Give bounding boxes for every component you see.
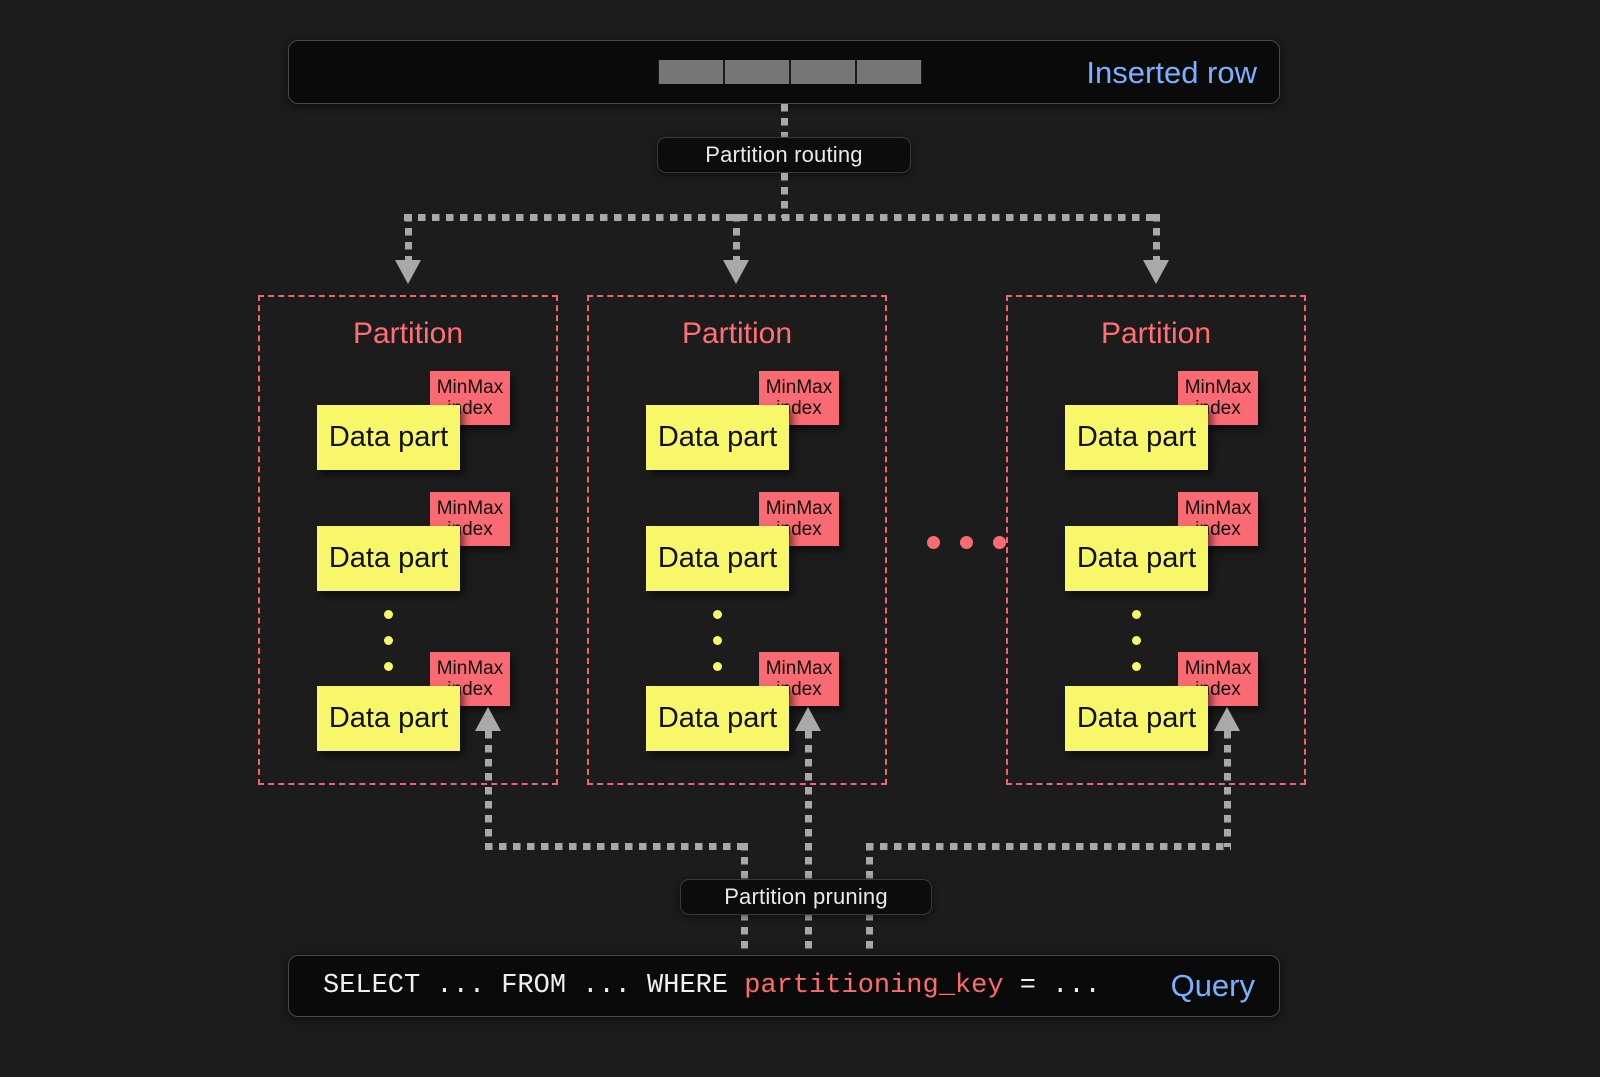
partition-routing-box: Partition routing [657, 137, 911, 173]
data-part-1-2: Data part [317, 526, 460, 591]
data-part-3-3: Data part [1065, 686, 1208, 751]
data-part-2-3: Data part [646, 686, 789, 751]
ellipsis-dot [384, 662, 393, 671]
query-prefix: SELECT ... FROM ... WHERE [323, 971, 745, 1001]
partition-ellipsis-dot [993, 536, 1006, 549]
ellipsis-dot [1132, 636, 1141, 645]
connector-prune-leg-3 [1224, 731, 1231, 847]
minmax-line1: MinMax [436, 497, 504, 519]
routing-bus [404, 214, 1160, 221]
row-cell [724, 60, 790, 84]
partition-ellipsis-dot [927, 536, 940, 549]
partition-1: Partition MinMax index Data part MinMax … [258, 295, 558, 785]
arrow-down-partition-1 [395, 260, 421, 284]
arrow-down-partition-3 [1143, 260, 1169, 284]
minmax-line1: MinMax [436, 376, 504, 398]
inserted-row-cells [658, 60, 922, 84]
query-text: SELECT ... FROM ... WHERE partitioning_k… [323, 971, 1101, 1001]
connector-bus-to-partition-2 [733, 214, 740, 264]
ellipsis-dot [384, 610, 393, 619]
minmax-line1: MinMax [765, 657, 833, 679]
data-part-1-1: Data part [317, 405, 460, 470]
query-label: Query [1170, 968, 1255, 1003]
arrow-up-partition-1 [475, 707, 501, 731]
query-partitioning-key: partitioning_key [744, 971, 1004, 1001]
query-bar: SELECT ... FROM ... WHERE partitioning_k… [288, 955, 1280, 1017]
partition-ellipsis-dot [960, 536, 973, 549]
data-part-3-2: Data part [1065, 526, 1208, 591]
ellipsis-dot [1132, 662, 1141, 671]
partition-2: Partition MinMax index Data part MinMax … [587, 295, 887, 785]
partition-2-title: Partition [681, 317, 793, 350]
row-cell [790, 60, 856, 84]
minmax-line1: MinMax [1184, 497, 1252, 519]
inserted-row-bar: Inserted row [288, 40, 1280, 104]
data-part-2-1: Data part [646, 405, 789, 470]
minmax-line1: MinMax [436, 657, 504, 679]
partition-3: Partition MinMax index Data part MinMax … [1006, 295, 1306, 785]
connector-prune-bus-left [485, 843, 747, 850]
query-suffix: = ... [1003, 971, 1101, 1001]
minmax-line1: MinMax [765, 497, 833, 519]
partition-pruning-box: Partition pruning [680, 879, 932, 915]
minmax-line1: MinMax [1184, 376, 1252, 398]
partition-1-title: Partition [352, 317, 464, 350]
ellipsis-dot [1132, 610, 1141, 619]
ellipsis-dot [713, 610, 722, 619]
minmax-line1: MinMax [1184, 657, 1252, 679]
row-cell [856, 60, 922, 84]
arrow-down-partition-2 [723, 260, 749, 284]
ellipsis-dot [713, 636, 722, 645]
data-part-3-1: Data part [1065, 405, 1208, 470]
connector-bus-to-partition-1 [405, 214, 412, 264]
ellipsis-dot [384, 636, 393, 645]
arrow-up-partition-2 [795, 707, 821, 731]
connector-prune-bus-right [866, 843, 1231, 850]
minmax-line1: MinMax [765, 376, 833, 398]
connector-prune-leg-2 [805, 731, 812, 958]
data-part-1-3: Data part [317, 686, 460, 751]
connector-prune-leg-1 [485, 731, 492, 847]
connector-routing-to-bus [781, 173, 788, 218]
partition-3-title: Partition [1100, 317, 1212, 350]
data-part-2-2: Data part [646, 526, 789, 591]
partition-pruning-label: Partition pruning [724, 884, 888, 909]
connector-row-to-routing [781, 104, 788, 142]
partition-routing-label: Partition routing [705, 142, 863, 167]
row-cell [658, 60, 724, 84]
inserted-row-label: Inserted row [1086, 55, 1257, 90]
ellipsis-dot [713, 662, 722, 671]
connector-bus-to-partition-3 [1153, 214, 1160, 264]
arrow-up-partition-3 [1214, 707, 1240, 731]
